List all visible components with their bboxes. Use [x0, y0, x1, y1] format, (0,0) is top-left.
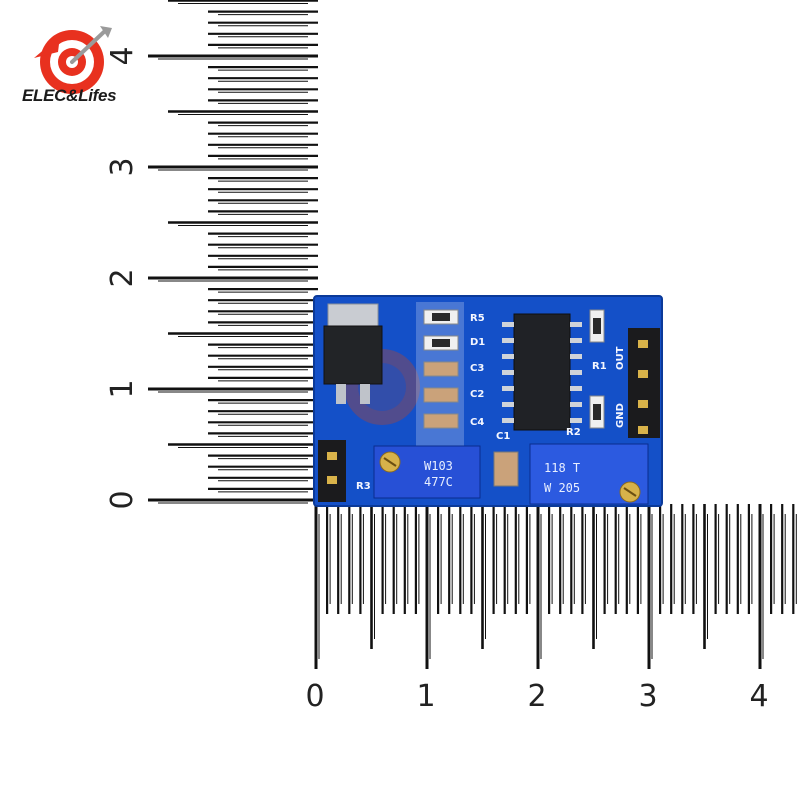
- vertical-ruler-label-4: 4: [105, 46, 140, 66]
- vertical-ruler-label-1: 1: [105, 379, 140, 399]
- silk-r3: R3: [356, 481, 371, 492]
- ic-chip: [513, 313, 571, 431]
- silk-c3: C3: [470, 363, 485, 374]
- pot-left-line1: W103: [424, 459, 453, 473]
- horizontal-ruler-label-0: 0: [305, 679, 325, 714]
- horizontal-ruler-label-2: 2: [527, 679, 547, 714]
- vertical-ruler-label-3: 3: [105, 157, 140, 177]
- silk-r1: R1: [592, 361, 607, 372]
- silk-gnd: GND: [615, 403, 626, 428]
- input-header: [318, 440, 346, 502]
- voltage-regulator: [327, 303, 379, 327]
- horizontal-ruler-label-4: 4: [749, 679, 769, 714]
- silk-out: OUT: [615, 346, 626, 370]
- horizontal-ruler-label-1: 1: [416, 679, 436, 714]
- brand-name: ELEC&Lifes: [22, 86, 117, 105]
- silk-r5: R5: [470, 313, 485, 324]
- silk-d1: D1: [470, 337, 486, 348]
- vertical-ruler-label-2: 2: [105, 268, 140, 288]
- brand-logo-icon: [34, 26, 112, 94]
- pot-left-line2: 477C: [424, 475, 453, 489]
- pot-right-line1: 118 T: [544, 461, 581, 475]
- pcb-board: [313, 295, 663, 507]
- horizontal-ruler-label-3: 3: [638, 679, 658, 714]
- pot-right-line2: W 205: [544, 481, 581, 495]
- silk-c2: C2: [470, 389, 485, 400]
- silk-c1: C1: [496, 431, 511, 442]
- vertical-ruler-label-0: 0: [105, 490, 140, 510]
- silk-r2: R2: [566, 427, 581, 438]
- silk-c4: C4: [470, 417, 485, 428]
